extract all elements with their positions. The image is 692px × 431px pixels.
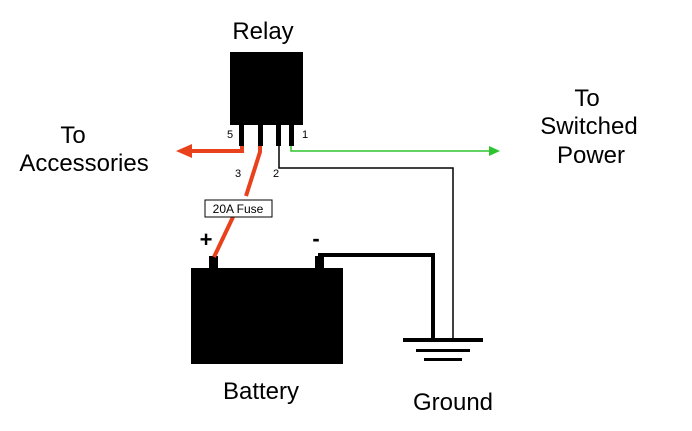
relay-label: Relay <box>232 18 293 45</box>
relay-pin-1 <box>289 124 294 146</box>
ground-label: Ground <box>413 389 493 416</box>
battery-label: Battery <box>223 378 299 405</box>
relay-pin-5 <box>239 124 244 146</box>
ground-icon <box>403 338 483 361</box>
to-accessories-line1: To <box>60 122 85 149</box>
battery-to-relay-wire <box>212 146 262 258</box>
to-accessories-line2: Accessories <box>19 150 148 177</box>
battery-ground-wire <box>318 253 435 340</box>
accessory-arrowhead <box>176 144 192 158</box>
pin1-label: 1 <box>302 129 308 141</box>
relay-pin-2 <box>276 124 281 146</box>
pin3-label: 3 <box>235 168 241 180</box>
plus-sign: + <box>200 227 213 252</box>
battery-negative-terminal <box>315 256 324 270</box>
relay-pin-3 <box>258 124 263 146</box>
accessory-wire <box>190 146 244 153</box>
to-switched-line2: Switched <box>540 113 637 140</box>
switched-power-wire <box>290 146 490 152</box>
fuse-box <box>204 199 273 218</box>
pin2-label: 2 <box>273 168 279 180</box>
battery-positive-terminal <box>209 256 218 270</box>
minus-sign: - <box>312 226 319 251</box>
to-switched-line3: Power <box>557 142 625 169</box>
relay-body <box>230 52 303 125</box>
pin5-label: 5 <box>227 129 233 141</box>
switched-power-arrowhead <box>489 146 500 156</box>
battery-body <box>191 268 343 364</box>
fuse-label: 20A Fuse <box>213 202 264 216</box>
relay-ground-wire <box>278 146 454 340</box>
to-switched-line1: To <box>574 85 599 112</box>
